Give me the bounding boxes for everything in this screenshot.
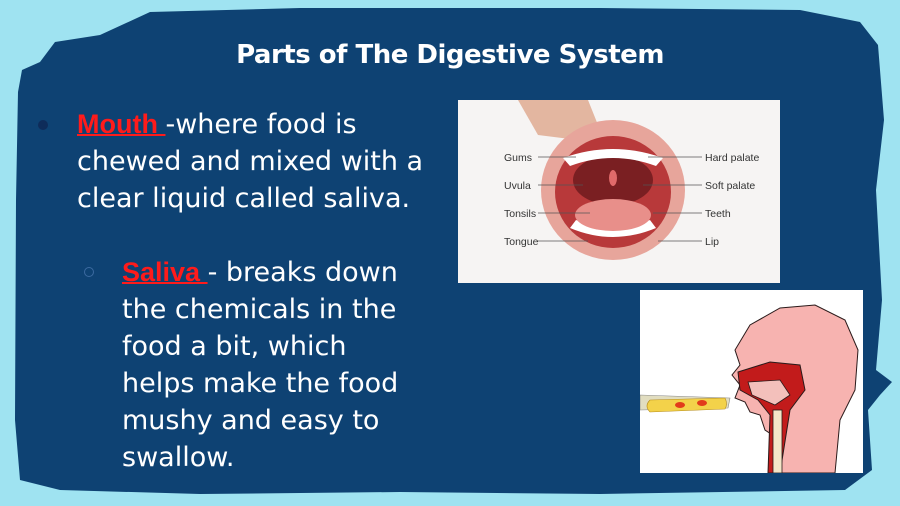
label-uvula: Uvula	[504, 180, 531, 192]
mouth-diagram: Gums Uvula Tonsils Tongue Hard palate So…	[458, 100, 780, 283]
food-shape	[646, 397, 727, 413]
uvula-shape	[609, 170, 617, 186]
head-cross-section-illustration	[640, 304, 859, 473]
mouth-description: -where food is chewed and mixed with a c…	[77, 109, 424, 214]
bullet-dot	[38, 120, 48, 130]
sub-bullet-dot	[84, 267, 94, 277]
label-teeth: Teeth	[705, 208, 731, 220]
tongue-shape	[575, 199, 651, 231]
mouth-term: Mouth	[77, 109, 166, 139]
saliva-description: - breaks down the chemicals in the food …	[122, 257, 399, 473]
swallowing-diagram	[640, 290, 863, 473]
label-tongue: Tongue	[504, 236, 539, 248]
label-hard-palate: Hard palate	[705, 152, 759, 164]
label-gums: Gums	[504, 152, 532, 164]
saliva-bullet: Saliva - breaks down the chemicals in th…	[122, 254, 422, 476]
upper-teeth	[563, 149, 663, 166]
label-tonsils: Tonsils	[504, 208, 536, 220]
label-soft-palate: Soft palate	[705, 180, 755, 192]
mouth-bullet: Mouth -where food is chewed and mixed wi…	[77, 106, 427, 217]
page-title: Parts of The Digestive System	[236, 40, 664, 70]
mouth-illustration: Gums Uvula Tonsils Tongue Hard palate So…	[504, 100, 759, 260]
saliva-term: Saliva	[122, 257, 208, 287]
label-lip: Lip	[705, 236, 719, 248]
esophagus-shape	[772, 409, 783, 473]
